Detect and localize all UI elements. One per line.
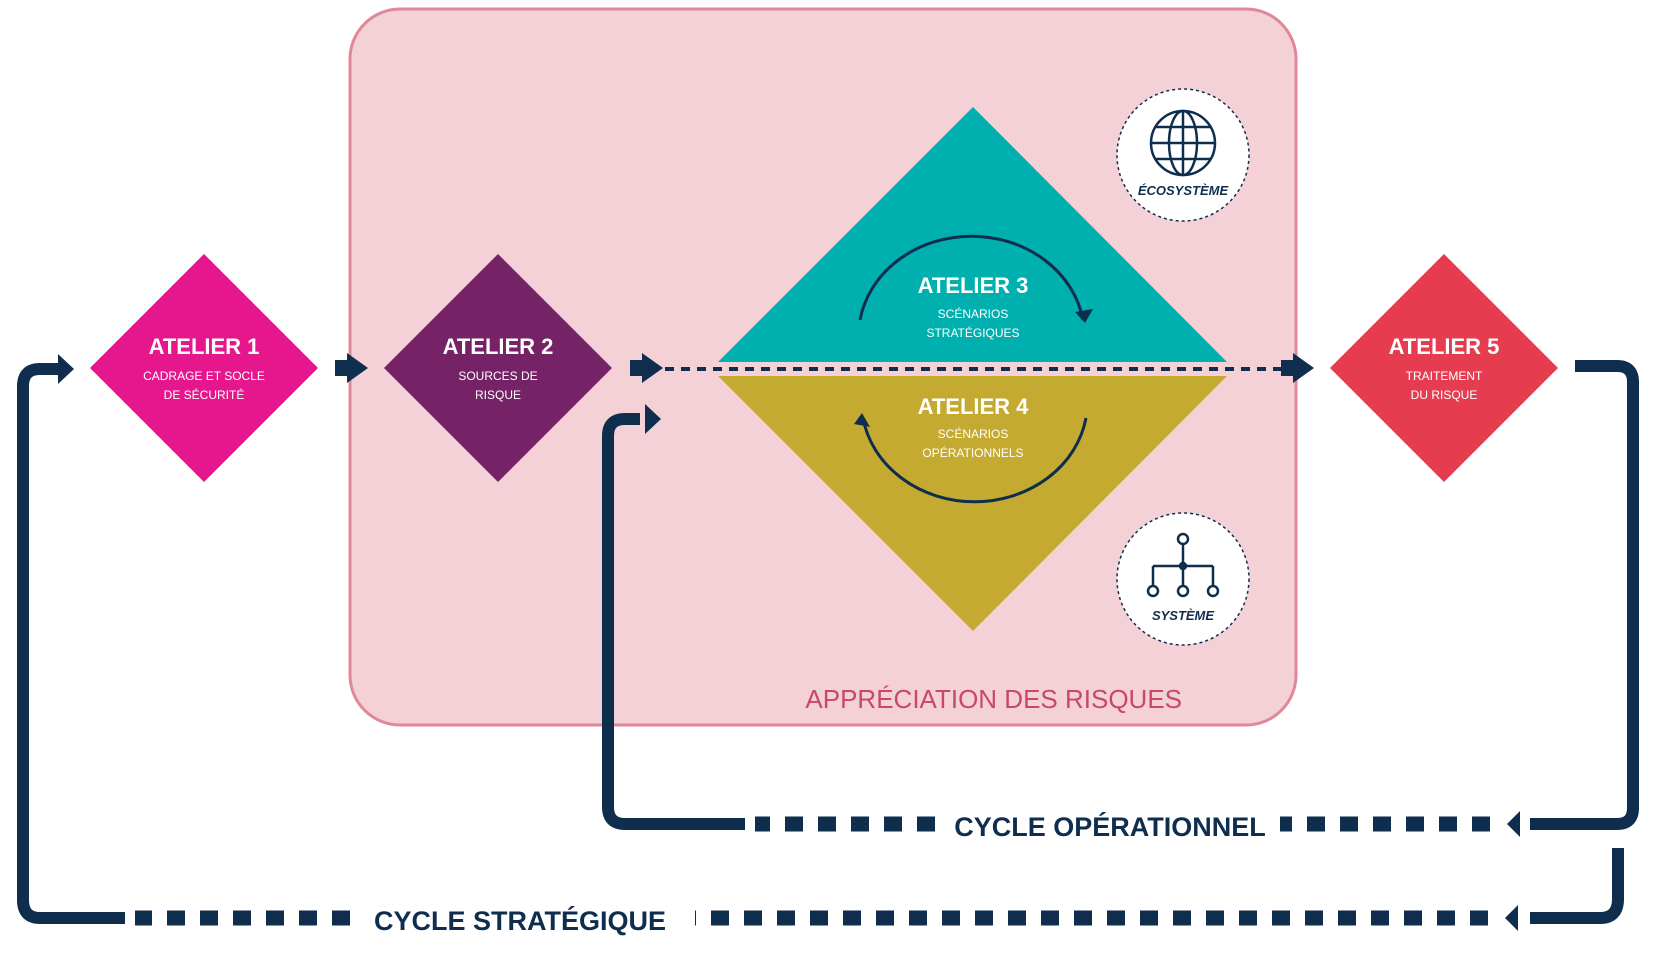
atelier-3-line-2: STRATÉGIQUES: [926, 325, 1019, 340]
atelier-4: ATELIER 4 SCÉNARIOS OPÉRATIONNELS: [718, 376, 1227, 631]
network-icon: [1146, 532, 1220, 598]
operational-cycle-label: CYCLE OPÉRATIONNEL: [954, 811, 1266, 842]
atelier-2-title: ATELIER 2: [443, 334, 554, 359]
atelier-5-line-2: DU RISQUE: [1411, 388, 1478, 402]
atelier-5: ATELIER 5 TRAITEMENT DU RISQUE: [1330, 254, 1558, 482]
atelier-2: ATELIER 2 SOURCES DE RISQUE: [384, 254, 612, 482]
atelier-5-title: ATELIER 5: [1389, 334, 1500, 359]
ecosystem-badge: ÉCOSYSTÈME: [1116, 88, 1250, 222]
operational-cycle: [602, 360, 1639, 837]
atelier-1: ATELIER 1 CADRAGE ET SOCLE DE SÉCURITÉ: [90, 254, 318, 482]
atelier-4-line-1: SCÉNARIOS: [938, 426, 1009, 441]
system-label: SYSTÈME: [1152, 608, 1214, 623]
strategic-cycle-label: CYCLE STRATÉGIQUE: [374, 905, 666, 936]
ecosystem-label: ÉCOSYSTÈME: [1138, 183, 1229, 198]
atelier-2-line-2: RISQUE: [475, 388, 521, 402]
atelier-1-line-2: DE SÉCURITÉ: [164, 387, 245, 402]
atelier-3-line-1: SCÉNARIOS: [938, 306, 1009, 321]
atelier-4-title: ATELIER 4: [918, 394, 1030, 419]
strategic-cycle: [17, 354, 1624, 931]
atelier-1-title: ATELIER 1: [149, 334, 260, 359]
atelier-3: ATELIER 3 SCÉNARIOS STRATÉGIQUES: [718, 107, 1227, 362]
globe-icon: [1149, 109, 1217, 177]
atelier-3-title: ATELIER 3: [918, 273, 1029, 298]
atelier-5-line-1: TRAITEMENT: [1406, 369, 1483, 383]
atelier-1-line-1: CADRAGE ET SOCLE: [143, 369, 265, 383]
zone-label: APPRÉCIATION DES RISQUES: [805, 684, 1182, 714]
system-badge: SYSTÈME: [1116, 512, 1250, 646]
atelier-4-line-2: OPÉRATIONNELS: [922, 445, 1023, 460]
atelier-2-line-1: SOURCES DE: [458, 369, 537, 383]
flow-arrows: [335, 353, 1314, 383]
